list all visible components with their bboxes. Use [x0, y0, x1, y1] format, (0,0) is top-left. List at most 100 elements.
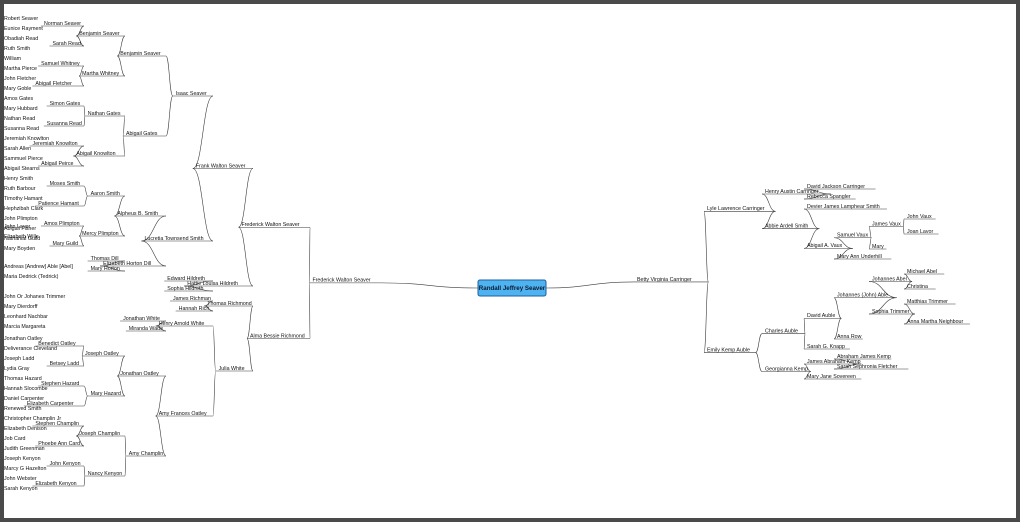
person-node-renewed-smith[interactable]: Renewed Smith [4, 406, 41, 412]
person-node-sammuel-pierce[interactable]: Sammuel Pierce [4, 156, 43, 162]
person-node-john-plimpton[interactable]: John Plimpton [4, 216, 38, 222]
person-node-elizabeth-carpenter[interactable]: Elizabeth Carpenter [23, 401, 84, 407]
person-node-mary-dierdorff[interactable]: Mary Dierdorff [4, 304, 38, 310]
person-node-stephen-hazard[interactable]: Stephen Hazard [38, 381, 84, 387]
person-node-rebecca-spangler[interactable]: Rebecca Spangler [804, 194, 856, 200]
person-node-michael-abel[interactable]: Michael Abel [904, 269, 945, 275]
person-node-henry-austin-carringer[interactable]: Henry Austin Carringer [762, 189, 831, 195]
person-node-amy-frances-oatley[interactable]: Amy Frances Oatley [155, 411, 213, 417]
person-node-sophia-trimmer[interactable]: Sophia Trimmer [869, 309, 915, 315]
person-node-nathan-read[interactable]: Nathan Read [4, 116, 35, 122]
person-node-andreas-andrew-able-abel[interactable]: Andreas [Andrew] Able [Abel] [4, 264, 73, 270]
person-node-william[interactable]: William [4, 56, 22, 62]
person-node-mary-goble[interactable]: Mary Goble [4, 86, 31, 92]
person-node-thomas-dill[interactable]: Thomas Dill [87, 256, 125, 262]
person-node-martha-pierce[interactable]: Martha Pierce [4, 66, 37, 72]
person-node-elizabeth-denison[interactable]: Elizabeth Denison [4, 426, 47, 432]
person-node-hannah-slocombe[interactable]: Hannah Slocombe [4, 386, 48, 392]
person-node-abraham-james-kemp[interactable]: Abraham James Kemp [834, 354, 892, 360]
person-node-joseph-kenyon[interactable]: Joseph Kenyon [4, 456, 41, 462]
person-node-frederick-walton-seaver[interactable]: Frederick Walton Seaver [309, 278, 381, 284]
person-node-joseph-ladd[interactable]: Joseph Ladd [4, 356, 34, 362]
person-node-abigail-knowlton[interactable]: Abigail Knowlton [73, 151, 125, 157]
person-node-sarah-allen[interactable]: Sarah Allen [4, 146, 31, 152]
person-node-benjamin-seaver[interactable]: Benjamin Seaver [76, 31, 125, 37]
person-node-matthias-trimmer[interactable]: Matthias Trimmer [904, 299, 956, 305]
person-node-job-card[interactable]: Job Card [4, 436, 26, 442]
person-node-amy-champlin[interactable]: Amy Champlin [125, 451, 166, 457]
person-node-anna-martha-neighbour[interactable]: Anna Martha Neighbour [904, 319, 970, 325]
person-node-martha-whitney[interactable]: Martha Whitney [79, 71, 125, 77]
person-node-james-vaux[interactable]: James Vaux [869, 221, 904, 227]
person-node-nathanial-guild[interactable]: Nathanial Guild [4, 236, 40, 242]
root-person-node[interactable]: Randall Jeffrey Seaver [477, 279, 547, 297]
person-node-mary-horton[interactable]: Mary Horton [87, 266, 125, 272]
person-node-abigail-gates[interactable]: Abigail Gates [122, 131, 166, 137]
person-node-christopher-champlin-jr[interactable]: Christopher Champlin Jr [4, 416, 61, 422]
person-node-ruth-smith[interactable]: Ruth Smith [4, 46, 30, 52]
person-node-sarah-read[interactable]: Sarah Read [49, 41, 85, 47]
person-node-susanna-read[interactable]: Susanna Read [4, 126, 39, 132]
person-node-anna-row[interactable]: Anna Row [834, 334, 863, 340]
person-node-mary-hazard[interactable]: Mary Hazard [87, 391, 125, 397]
person-node-thomas-hazard[interactable]: Thomas Hazard [4, 376, 42, 382]
person-node-henry-smith[interactable]: Henry Smith [4, 176, 33, 182]
person-node-marcia-margareta[interactable]: Marcia Margareta [4, 324, 46, 330]
person-node-stephen-champlin[interactable]: Stephen Champlin [32, 421, 84, 427]
person-node-isaac-seaver[interactable]: Isaac Seaver [172, 91, 213, 97]
person-node-moses-smith[interactable]: Moses Smith [46, 181, 84, 187]
person-node-alpheus-b-smith[interactable]: Alpheus B. Smith [114, 211, 166, 217]
person-node-emily-kemp-auble[interactable]: Emily Kemp Auble [704, 347, 756, 353]
person-node-daniel-carpenter[interactable]: Daniel Carpenter [4, 396, 44, 402]
person-node-abigail-peirce[interactable]: Abigail Peirce [38, 161, 84, 167]
person-node-sarah-sephronia-fletcher[interactable]: Sarah Sephronia Fletcher [834, 364, 909, 370]
person-node-sarah-kenyon[interactable]: Sarah Kenyon [4, 486, 38, 492]
person-node-marcy-g-hazelton[interactable]: Marcy G Hazelton [4, 466, 46, 472]
person-node-hattie-louisa-hildreth[interactable]: Hattie Louisa Hildreth [184, 281, 253, 287]
person-node-simon-gates[interactable]: Simon Gates [46, 101, 84, 107]
person-node-abbie-ardell-smith[interactable]: Abbie Ardell Smith [762, 223, 820, 229]
person-node-elizabeth-kenyon[interactable]: Elizabeth Kenyon [32, 481, 84, 487]
person-node-betsey-ladd[interactable]: Betsey Ladd [46, 361, 84, 367]
person-node-patience-hamant[interactable]: Patience Hamant [35, 201, 84, 207]
person-node-phoebe-ann-card[interactable]: Phoebe Ann Card [35, 441, 84, 447]
person-node-benedict-oatley[interactable]: Benedict Oatley [35, 341, 84, 347]
person-node-robert-seaver[interactable]: Robert Seaver [4, 16, 38, 22]
person-node-johannes-abel[interactable]: Johannes Abel [869, 276, 913, 282]
person-node-frank-walton-seaver[interactable]: Frank Walton Seaver [192, 163, 253, 169]
person-node-susanna-read[interactable]: Susanna Read [43, 121, 84, 127]
person-node-eunice-rayment[interactable]: Eunice Rayment [4, 26, 43, 32]
person-node-joseph-champlin[interactable]: Joseph Champlin [76, 431, 125, 437]
person-node-jonathan-white[interactable]: Jonathan White [120, 316, 166, 322]
person-node-nancy-kenyon[interactable]: Nancy Kenyon [84, 471, 125, 477]
person-node-sophia-hildreth[interactable]: Sophia Hildreth [164, 286, 213, 292]
person-node-lucretia-townsend-smith[interactable]: Lucretia Townsend Smith [141, 236, 213, 242]
person-node-henry-arnold-white[interactable]: Henry Arnold White [155, 321, 213, 327]
person-node-aaron-smith[interactable]: Aaron Smith [87, 191, 125, 197]
person-node-john-fletcher[interactable]: John Fletcher [4, 76, 36, 82]
person-node-john-laver[interactable]: John Laver [4, 224, 30, 230]
person-node-timothy-hamant[interactable]: Timothy Hamant [4, 196, 43, 202]
person-node-frederick-walton-seaver[interactable]: Frederick Walton Seaver [238, 222, 310, 228]
person-node-benjamin-seaver[interactable]: Benjamin Seaver [117, 51, 166, 57]
person-node-mercy-plimpton[interactable]: Mercy Plimpton [79, 231, 125, 237]
person-node-abigail-a-vaux[interactable]: Abigail A. Vaux [804, 243, 853, 249]
person-node-mary-jane-sovereen[interactable]: Mary Jane Sovereen [804, 374, 862, 380]
person-node-lyle-lawrence-carringer[interactable]: Lyle Lawrence Carringer [704, 206, 776, 212]
person-node-amos-plimpton[interactable]: Amos Plimpton [40, 221, 84, 227]
person-node-abigail-stearns[interactable]: Abigail Stearns [4, 166, 40, 172]
person-node-leonhard-nachbar[interactable]: Leonhard Nachbar [4, 314, 48, 320]
person-node-jonathan-oatley[interactable]: Jonathan Oatley [117, 371, 166, 377]
person-node-ruth-barbour[interactable]: Ruth Barbour [4, 186, 36, 192]
person-node-elizabeth-horton-dill[interactable]: Elizabeth Horton Dill [100, 261, 166, 267]
person-node-lydia-gray[interactable]: Lydia Gray [4, 366, 30, 372]
person-node-thomas-richmond[interactable]: Thomas Richmond [204, 301, 253, 307]
person-node-alma-bessie-richmond[interactable]: Alma Bessie Richmond [247, 333, 310, 339]
person-node-abigail-fisher[interactable]: Abigail Fisher [4, 226, 36, 232]
person-node-judith-greenman[interactable]: Judith Greenman [4, 446, 45, 452]
person-node-hephzibah-clark[interactable]: Hephzibah Clark [4, 206, 44, 212]
person-node-norman-seaver[interactable]: Norman Seaver [40, 21, 84, 27]
person-node-mary-boyden[interactable]: Mary Boyden [4, 246, 35, 252]
person-node-john-kenyon[interactable]: John Kenyon [46, 461, 84, 467]
person-node-edward-hildreth[interactable]: Edward Hildreth [164, 276, 213, 282]
